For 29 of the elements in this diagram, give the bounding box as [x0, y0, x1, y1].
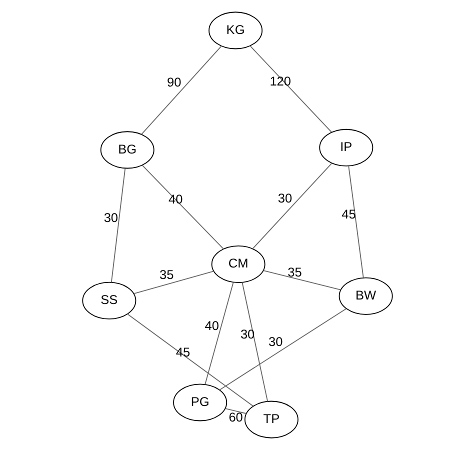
node-ellipse: KG — [208, 12, 262, 50]
node-ellipse: BW — [338, 277, 392, 315]
connector — [110, 168, 126, 283]
connector — [252, 162, 332, 250]
edge-label: 40 — [204, 318, 219, 333]
connector — [140, 46, 222, 135]
node-ellipse: PG — [172, 384, 227, 422]
connector — [224, 408, 246, 414]
edge-label: 30 — [268, 334, 282, 349]
connector — [142, 165, 224, 250]
edge-label: 30 — [277, 190, 292, 206]
connector — [241, 282, 268, 402]
connector — [204, 282, 234, 385]
connector — [348, 166, 364, 278]
connector — [133, 270, 214, 294]
edge-label: 90 — [166, 74, 181, 90]
node-ellipse: CM — [210, 245, 265, 283]
edge-label: 35 — [159, 266, 174, 282]
connector — [262, 270, 341, 290]
node-ellipse: SS — [82, 282, 136, 320]
edge-label: 60 — [228, 409, 242, 424]
node-ellipse: TP — [244, 400, 298, 438]
connector — [218, 308, 346, 390]
node-ellipse: BG — [100, 131, 154, 169]
edge-label: 30 — [103, 210, 118, 225]
connector — [126, 314, 254, 407]
edge-label: 35 — [287, 264, 302, 280]
node-ellipse: IP — [318, 128, 373, 166]
connector — [249, 46, 332, 133]
